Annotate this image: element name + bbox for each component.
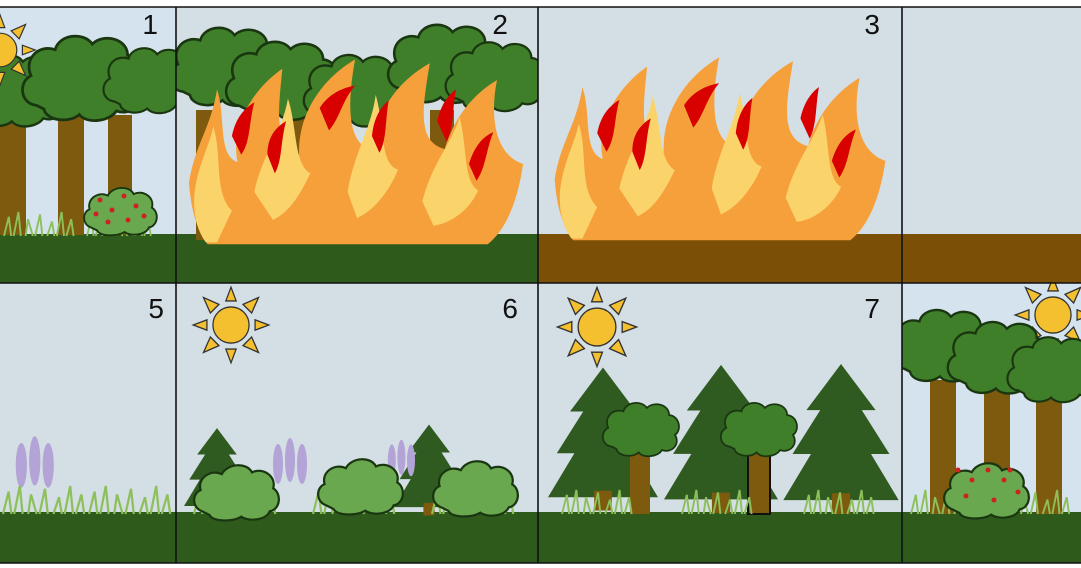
berries [93, 193, 147, 225]
panel-5-grasses-and-lupines [0, 283, 176, 563]
panel-number-7: 7 [864, 293, 880, 324]
tree-canopy [719, 401, 798, 458]
panel-8-mature-forest-again [902, 283, 1081, 563]
sun-icon [192, 286, 270, 364]
panel-6-shrubs-and-saplings [176, 283, 538, 563]
panel-1-mature-forest [0, 7, 176, 283]
panel-number-5: 5 [148, 293, 164, 324]
panel-2-forest-fire [176, 7, 538, 283]
berries [955, 467, 1021, 503]
panel-3-fire-burns-out [538, 7, 902, 283]
lupine-flowers [273, 438, 307, 484]
panel-grid [0, 6, 1081, 564]
lupine-flowers [15, 436, 54, 488]
sun-icon [556, 286, 638, 368]
panel-number-1: 1 [142, 9, 158, 40]
panel-4-burnt-ground [902, 7, 1081, 283]
panel-number-3: 3 [864, 9, 880, 40]
tree-canopy [601, 401, 680, 458]
panel-7-young-forest [538, 283, 902, 563]
panel-number-2: 2 [492, 9, 508, 40]
panel-number-6: 6 [502, 293, 518, 324]
